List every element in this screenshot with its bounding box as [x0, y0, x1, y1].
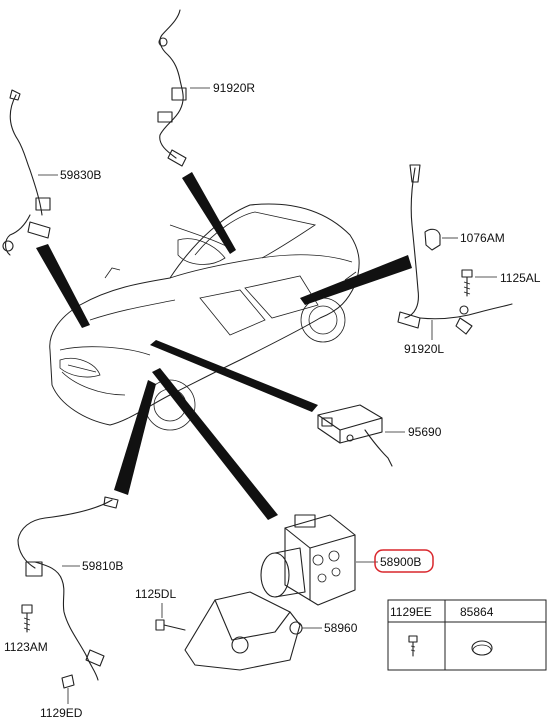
car-illustration [49, 203, 360, 431]
part-labels: 91920R 59830B 1076AM 1125AL 91920L 95690… [4, 81, 541, 720]
pointer-front-right [114, 380, 156, 495]
pointer-yaw-sensor [150, 340, 318, 412]
label-95690: 95690 [408, 425, 442, 439]
sensor-bolt-drawing [21, 604, 33, 633]
label-58960: 58960 [324, 621, 358, 635]
mounting-bracket-drawing [184, 591, 322, 671]
bracket-clip-drawing [424, 228, 458, 251]
rear-left-sensor-drawing [397, 164, 513, 340]
flange-bolt-drawing [155, 603, 186, 631]
highlight-frame [374, 549, 434, 573]
label-1125DL: 1125DL [135, 587, 176, 601]
bolt-icon [408, 635, 418, 657]
label-91920L: 91920L [404, 342, 444, 356]
label-91920R: 91920R [213, 81, 255, 95]
washer-icon [471, 640, 493, 656]
label-59830B: 59830B [60, 168, 101, 182]
hydraulic-unit-drawing [260, 514, 378, 606]
pointer-rear-right [182, 172, 236, 254]
table-frame [387, 599, 547, 671]
nut-drawing [61, 674, 75, 704]
callout-pointers [36, 172, 412, 520]
label-1123AM: 1123AM [4, 640, 48, 654]
pointer-hydraulic-unit [152, 368, 278, 520]
table-header-85864: 85864 [460, 605, 494, 619]
front-left-sensor-drawing [2, 89, 58, 256]
label-59810B: 59810B [82, 559, 123, 573]
table-header-1129EE: 1129EE [390, 605, 432, 619]
label-1125AL: 1125AL [500, 271, 541, 285]
pointer-rear-left [300, 255, 412, 305]
label-58900B: 58900B [380, 555, 421, 569]
rear-right-sensor-drawing [157, 9, 210, 167]
label-1076AM: 1076AM [460, 231, 505, 245]
yaw-sensor-drawing [317, 404, 405, 467]
parts-table: 1129EE 85864 [387, 599, 547, 671]
front-right-sensor-drawing [17, 496, 119, 681]
label-1129ED: 1129ED [40, 706, 83, 720]
pointer-front-left [36, 244, 90, 328]
bolt-drawing [461, 269, 497, 297]
